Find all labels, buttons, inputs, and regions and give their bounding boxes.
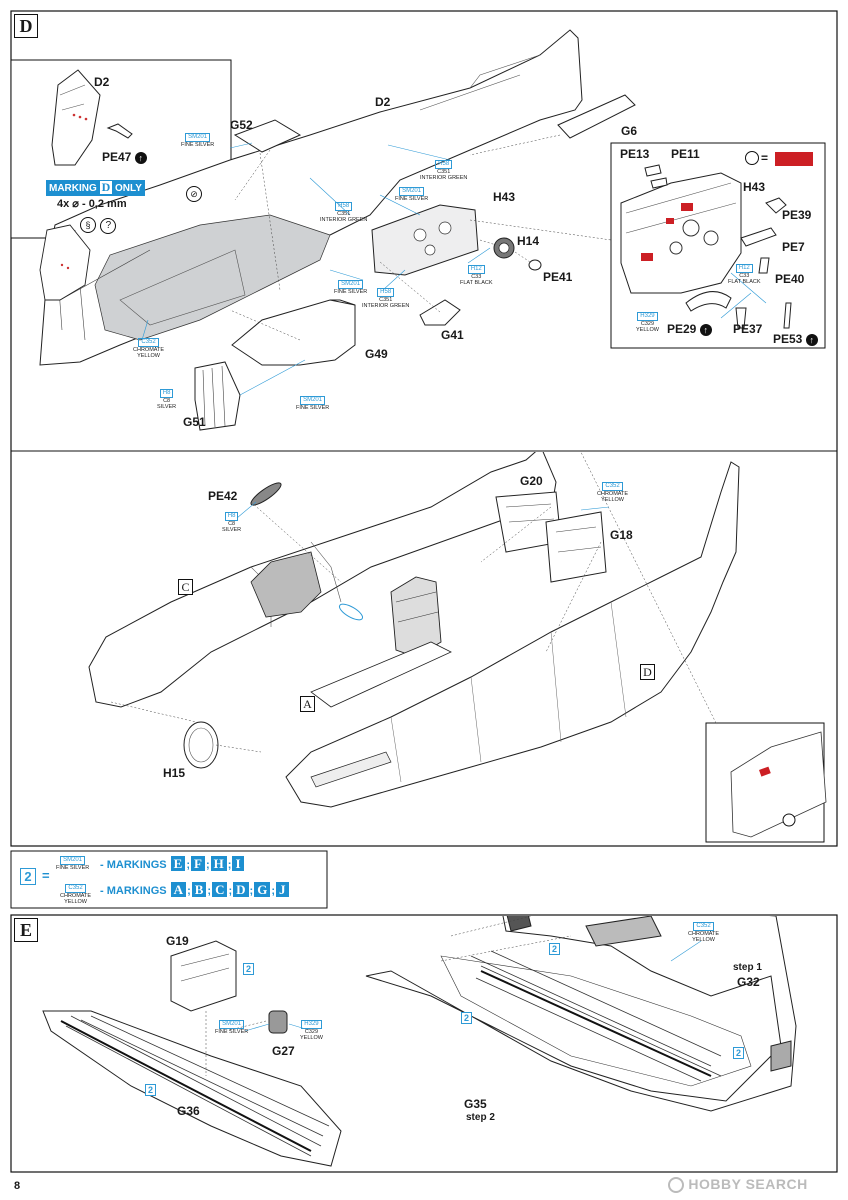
part-g18 xyxy=(545,511,607,583)
label-g35: G35 xyxy=(464,1097,487,1111)
label-g6: G6 xyxy=(621,124,638,138)
legend-equals: = xyxy=(42,868,50,883)
label-step-2: step 2 xyxy=(466,1112,495,1123)
cockpit-detail-drawing xyxy=(620,164,792,329)
part-g49 xyxy=(231,299,356,366)
label-pe41: PE41 xyxy=(543,270,573,284)
pilot-seat xyxy=(390,576,442,658)
equals-sign: = xyxy=(761,151,769,165)
bend-icon: ↑ xyxy=(699,324,712,336)
part-g52 xyxy=(233,119,302,153)
label-g52: G52 xyxy=(230,118,253,132)
label-pe37: PE37 xyxy=(733,322,763,336)
label-d2: D2 xyxy=(375,95,391,109)
callout-2: 2 xyxy=(243,963,254,975)
drill-icon: § xyxy=(80,217,96,233)
label-pe42: PE42 xyxy=(208,489,238,503)
label-pe40: PE40 xyxy=(775,272,805,286)
label-g49: G49 xyxy=(365,347,388,361)
landing-gear-bay-drawing xyxy=(42,916,797,1167)
part-g19 xyxy=(170,940,237,1012)
part-g27 xyxy=(268,1010,288,1034)
label-g41: G41 xyxy=(441,328,464,342)
label-h15: H15 xyxy=(163,766,186,780)
paint-brush-icon xyxy=(745,151,759,165)
label-pe7: PE7 xyxy=(782,240,805,254)
label-h14: H14 xyxy=(517,234,540,248)
label-g36: G36 xyxy=(177,1104,200,1118)
label-pe39: PE39 xyxy=(782,208,812,222)
section-d-letter: D xyxy=(14,14,38,38)
watermark-logo-icon xyxy=(668,1177,684,1194)
label-pe29: PE29 ↑ xyxy=(667,322,712,336)
label-pe11: PE11 xyxy=(671,147,700,161)
drill-icons: § ? xyxy=(80,215,117,234)
page-number: 8 xyxy=(14,1180,21,1192)
drill-spec: 4x ⌀ - 0,2 mm xyxy=(57,198,127,210)
label-g27: G27 xyxy=(272,1044,295,1058)
ref-step-d: D xyxy=(640,664,655,680)
label-pe13: PE13 xyxy=(620,147,650,161)
callout-2: 2 xyxy=(549,943,560,955)
part-h43 xyxy=(371,204,479,276)
label-h43: H43 xyxy=(493,190,516,204)
label-g20: G20 xyxy=(520,474,543,488)
red-color-swatch xyxy=(775,152,813,166)
label-g19: G19 xyxy=(166,934,189,948)
watermark: HOBBY SEARCH xyxy=(668,1176,808,1194)
ref-step-c: C xyxy=(178,579,193,595)
legend-number: 2 xyxy=(20,868,36,885)
label-g51: G51 xyxy=(183,415,206,429)
bend-icon: ↑ xyxy=(134,152,147,164)
label-pe53: PE53 ↑ xyxy=(773,332,818,346)
label-step-1: step 1 xyxy=(733,962,762,973)
marking-d-only-badge: MARKING D ONLY xyxy=(46,180,145,196)
inset-panel-drawing xyxy=(51,69,101,166)
fuselage-right-half xyxy=(285,461,740,808)
ref-step-a: A xyxy=(300,696,315,712)
question-icon: ? xyxy=(100,218,117,234)
part-g51 xyxy=(194,361,241,431)
part-g32-g35 xyxy=(365,916,797,1112)
cut-icon: ⊘ xyxy=(186,186,202,202)
bend-icon: ↑ xyxy=(805,334,818,346)
label-g18: G18 xyxy=(610,528,633,542)
label-h43-detail: H43 xyxy=(743,180,766,194)
label-pe47: PE47 ↑ xyxy=(102,150,147,164)
label-d2-inset: D2 xyxy=(94,75,110,89)
part-g6 xyxy=(557,94,636,139)
callout-2: 2 xyxy=(461,1012,472,1024)
label-g32: G32 xyxy=(737,975,760,989)
legend-row-1: - MARKINGS E;F;H;I xyxy=(100,856,245,871)
fuselage-assembly-drawing xyxy=(88,452,827,838)
callout-2: 2 xyxy=(733,1047,744,1059)
part-pe42 xyxy=(250,482,282,506)
part-pe41 xyxy=(528,259,542,271)
part-g41 xyxy=(419,299,461,326)
section-e-letter: E xyxy=(14,918,38,942)
cockpit-exploded-drawing xyxy=(39,29,636,431)
callout-2: 2 xyxy=(145,1084,156,1096)
legend-row-2: - MARKINGS A;B;C;D;G;J xyxy=(100,882,290,897)
